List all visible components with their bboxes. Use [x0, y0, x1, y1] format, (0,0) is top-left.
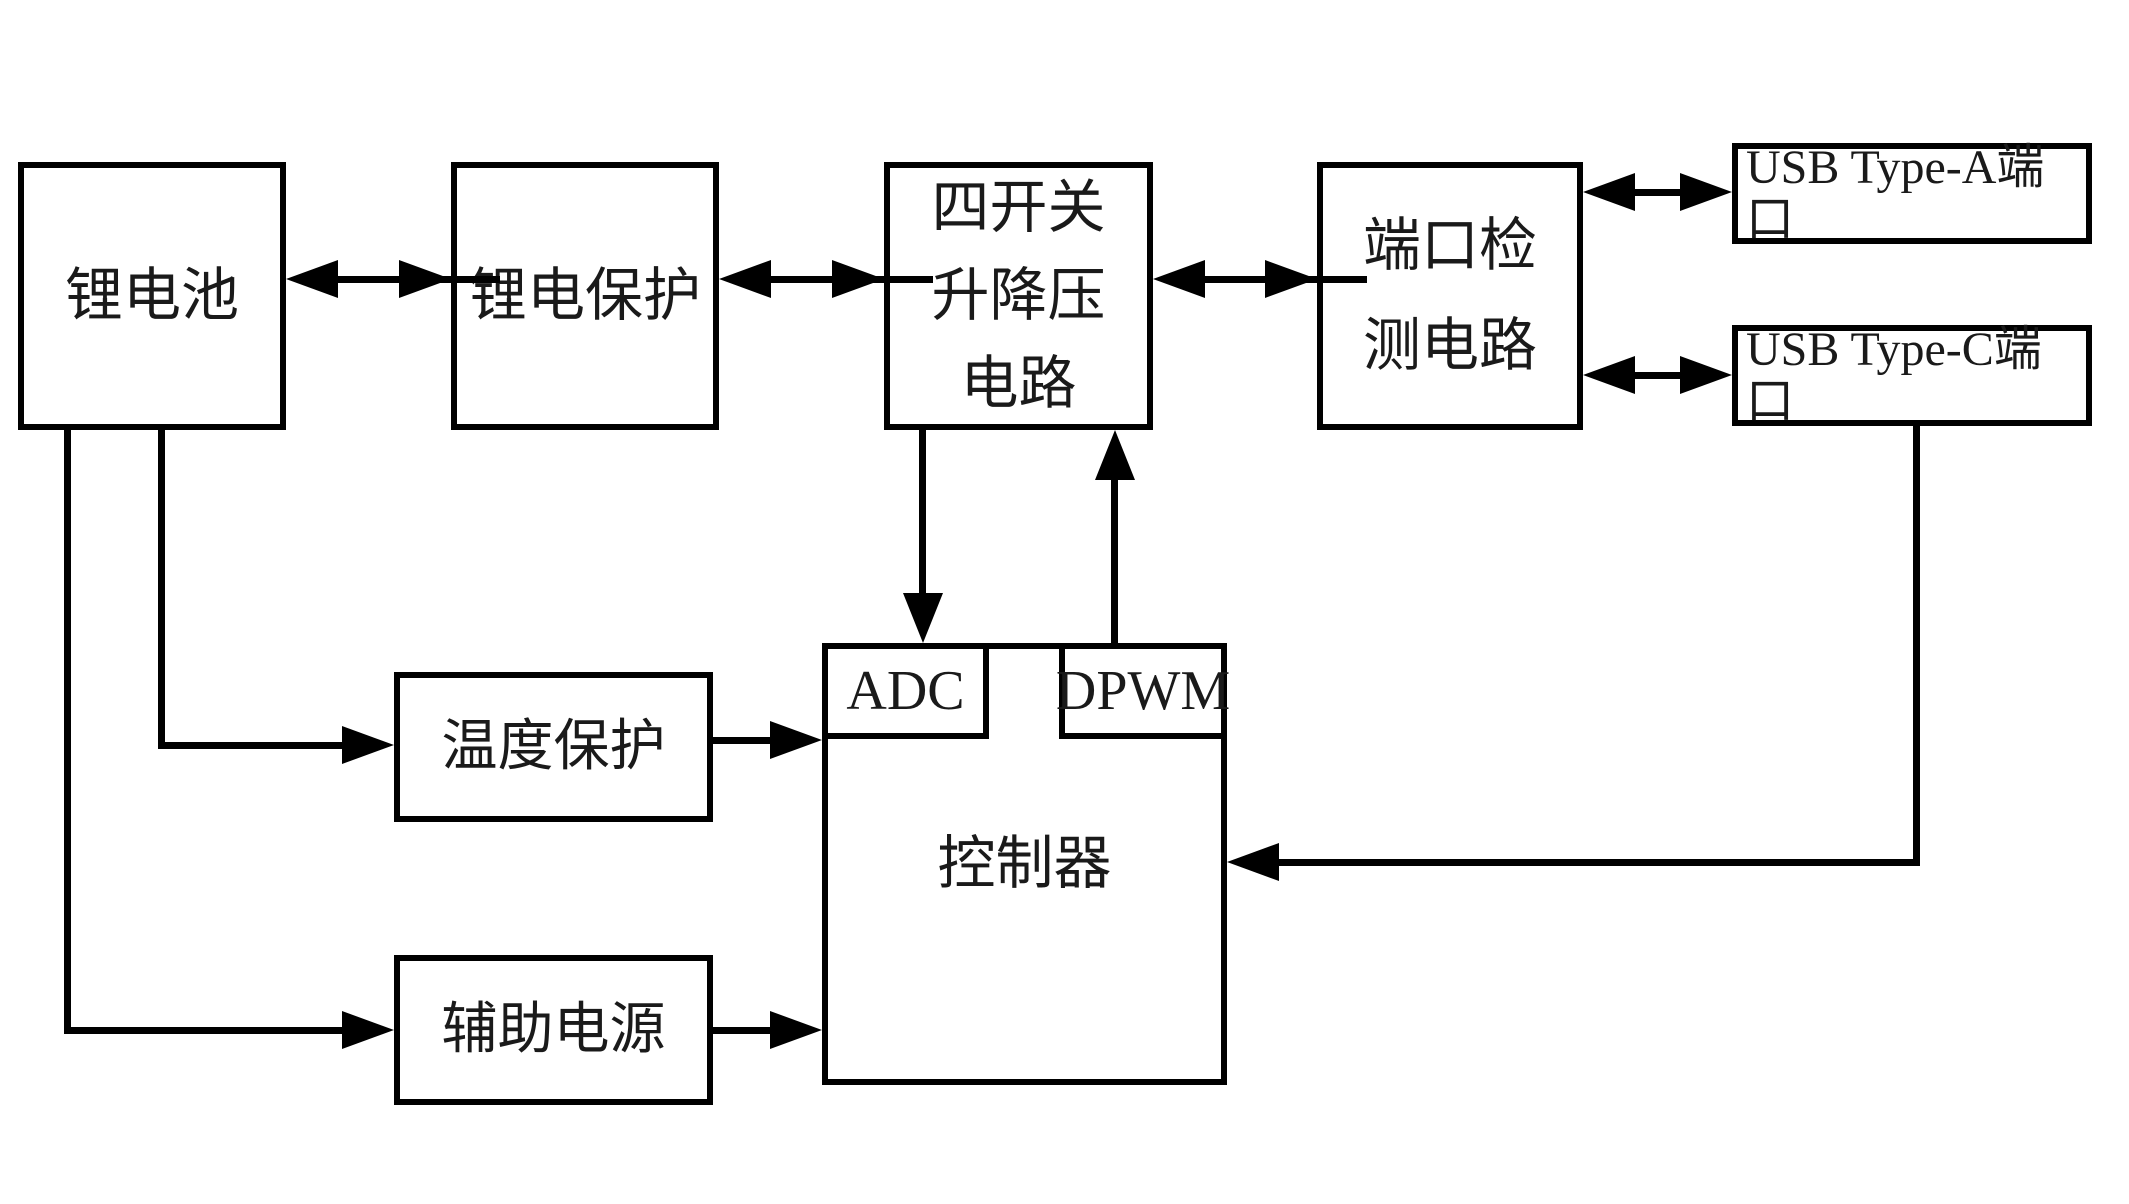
- arrow-shaft: [158, 742, 353, 749]
- node-battery-protection: 锂电保护: [451, 162, 719, 430]
- node-adc: ADC: [822, 643, 989, 739]
- arrow-shaft: [713, 737, 783, 744]
- node-temperature-protection: 温度保护: [394, 672, 713, 822]
- arrow-shaft: [1111, 475, 1118, 643]
- arrow-head: [399, 260, 451, 298]
- arrow-head: [286, 260, 338, 298]
- arrow-head: [903, 593, 943, 643]
- node-port-detection: 端口检 测电路: [1317, 162, 1583, 430]
- arrow-head: [1153, 260, 1205, 298]
- node-battery-label: 锂电池: [64, 263, 239, 328]
- arrow-shaft: [1595, 372, 1720, 379]
- arrow-head: [342, 1011, 394, 1049]
- node-auxiliary-power-label: 辅助电源: [441, 999, 666, 1061]
- arrow-shaft: [64, 1027, 353, 1034]
- node-buck-boost: 四开关 升降压 电路: [884, 162, 1153, 430]
- arrow-head: [1680, 356, 1732, 394]
- arrow-shaft: [64, 430, 71, 1034]
- node-battery: 锂电池: [18, 162, 286, 430]
- arrow-shaft: [158, 430, 165, 749]
- arrow-shaft: [1913, 426, 1920, 866]
- arrow-head: [832, 260, 884, 298]
- node-auxiliary-power: 辅助电源: [394, 955, 713, 1105]
- node-controller-label: 控制器: [937, 831, 1112, 896]
- node-port-detection-label: 端口检 测电路: [1362, 213, 1537, 378]
- arrow-head: [1583, 356, 1635, 394]
- node-usb-type-c: USB Type-C端口: [1732, 322, 2092, 428]
- arrow-head: [1583, 173, 1635, 211]
- arrow-shaft: [1272, 859, 1920, 866]
- node-dpwm-label: DPWM: [1055, 660, 1231, 722]
- arrow-head: [1095, 430, 1135, 480]
- node-buck-boost-label: 四开关 升降压 电路: [931, 175, 1106, 416]
- arrow-head: [1680, 173, 1732, 211]
- node-usb-type-a: USB Type-A端口: [1732, 140, 2092, 246]
- arrow-head: [1265, 260, 1317, 298]
- arrow-head: [342, 726, 394, 764]
- node-battery-protection-label: 锂电保护: [468, 263, 701, 328]
- arrow-head: [770, 721, 822, 759]
- arrow-shaft: [919, 430, 926, 600]
- node-usb-type-c-label: USB Type-C端口: [1746, 322, 2042, 428]
- arrow-head: [1227, 843, 1279, 881]
- node-usb-type-a-label: USB Type-A端口: [1746, 140, 2045, 246]
- arrow-shaft: [1595, 189, 1720, 196]
- node-dpwm: DPWM: [1055, 643, 1231, 739]
- arrow-shaft: [713, 1027, 783, 1034]
- arrow-head: [719, 260, 771, 298]
- arrow-head: [770, 1011, 822, 1049]
- node-temperature-protection-label: 温度保护: [441, 716, 666, 778]
- node-adc-label: ADC: [846, 660, 965, 722]
